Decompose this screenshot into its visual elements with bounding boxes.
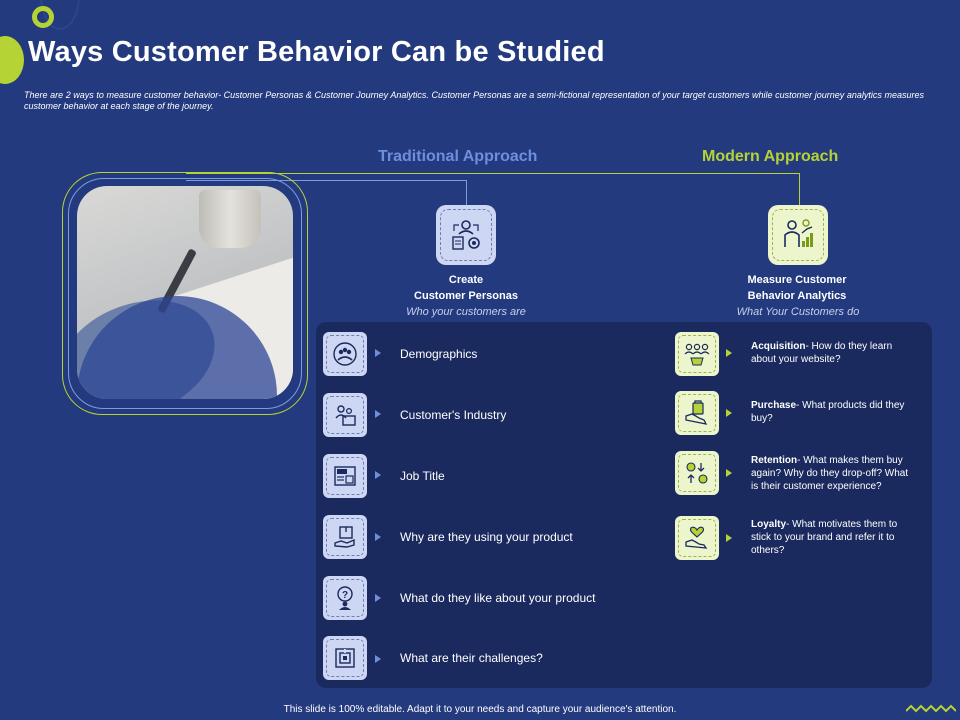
people-desk-icon — [335, 405, 356, 426]
connector-line-traditional — [186, 180, 466, 181]
bullet-arrow-icon — [726, 409, 732, 417]
loyalty-title: Loyalty — [751, 519, 787, 530]
acquisition-icon — [684, 343, 710, 366]
demographics-icon-box — [323, 332, 367, 376]
photo-cup — [199, 190, 261, 248]
retention-text: - What makes them buy again? Why do they… — [751, 455, 909, 492]
bullet-arrow-icon — [375, 655, 381, 663]
product-usage-icon-box — [323, 515, 367, 559]
slide-title: Ways Customer Behavior Can be Studied — [28, 36, 605, 68]
traditional-approach-heading: Traditional Approach — [378, 148, 538, 165]
persona-gear-icon — [452, 220, 480, 250]
photo-frame-outer — [62, 172, 308, 415]
customer-personas-icon — [436, 205, 496, 265]
bullet-arrow-icon — [375, 410, 381, 418]
retention-cycle-icon — [686, 462, 708, 484]
industry-icon-box — [323, 393, 367, 437]
modern-item-retention: Retention- What makes them buy again? Wh… — [751, 454, 911, 493]
analytics-person-icon — [784, 219, 813, 247]
product-box-icon — [334, 526, 355, 548]
traditional-item-demographics: Demographics — [400, 347, 478, 361]
traditional-item-industry: Customer's Industry — [400, 408, 507, 422]
maze-icon — [335, 648, 355, 668]
traditional-label: Create Customer Personas — [356, 272, 576, 304]
loyalty-heart-icon — [685, 526, 708, 549]
behavior-analytics-icon — [768, 205, 828, 265]
job-card-icon — [334, 466, 356, 486]
loyalty-icon-box — [675, 516, 719, 560]
product-likes-icon-box: ? — [323, 576, 367, 620]
slide-subtitle: There are 2 ways to measure customer beh… — [24, 90, 924, 111]
traditional-item-challenges: What are their challenges? — [400, 651, 543, 665]
group-icon — [333, 342, 357, 366]
purchase-title: Purchase — [751, 400, 797, 411]
bullet-arrow-icon — [375, 349, 381, 357]
decorative-half-circle — [0, 36, 24, 84]
acquisition-text: - How do they learn about your website? — [751, 341, 893, 365]
loyalty-text: - What motivates them to stick to your b… — [751, 519, 898, 556]
traditional-label-line1: Create — [448, 274, 484, 286]
purchase-hand-icon — [685, 400, 708, 425]
zigzag-decoration-icon — [906, 704, 956, 713]
connector-drop-modern — [799, 173, 800, 205]
traditional-item-why-using: Why are they using your product — [400, 530, 573, 544]
acquisition-title: Acquisition — [751, 341, 806, 352]
connector-line-modern — [186, 173, 799, 174]
bullet-arrow-icon — [726, 534, 732, 542]
connector-drop-traditional — [466, 180, 467, 205]
footer-note: This slide is 100% editable. Adapt it to… — [283, 704, 677, 715]
traditional-label-line2: Customer Personas — [414, 290, 518, 302]
bullet-arrow-icon — [375, 533, 381, 541]
modern-item-acquisition: Acquisition- How do they learn about you… — [751, 340, 911, 366]
traditional-item-job-title: Job Title — [400, 469, 445, 483]
challenges-icon-box — [323, 636, 367, 680]
modern-approach-heading: Modern Approach — [702, 148, 839, 165]
modern-label-line1: Measure Customer — [747, 274, 847, 286]
traditional-item-likes: What do they like about your product — [400, 591, 596, 605]
modern-item-purchase: Purchase- What products did they buy? — [751, 399, 911, 425]
photo-frame-inner — [68, 178, 302, 409]
retention-icon-box — [675, 451, 719, 495]
modern-item-loyalty: Loyalty- What motivates them to stick to… — [751, 518, 911, 557]
retention-title: Retention — [751, 455, 798, 466]
job-title-icon-box — [323, 454, 367, 498]
traditional-sub: Who your customers are — [406, 306, 526, 318]
details-panel — [316, 322, 932, 688]
bullet-arrow-icon — [726, 349, 732, 357]
acquisition-icon-box — [675, 332, 719, 376]
modern-label: Measure Customer Behavior Analytics — [687, 272, 907, 304]
question-person-icon: ? — [337, 586, 353, 610]
purchase-icon-box — [675, 391, 719, 435]
purchase-text: - What products did they buy? — [751, 400, 905, 424]
bullet-arrow-icon — [375, 471, 381, 479]
decorative-ring-icon — [32, 6, 54, 28]
svg-text:?: ? — [342, 590, 348, 601]
bullet-arrow-icon — [375, 594, 381, 602]
modern-sub: What Your Customers do — [736, 306, 860, 318]
bullet-arrow-icon — [726, 469, 732, 477]
modern-label-line2: Behavior Analytics — [747, 290, 847, 302]
writing-photo — [77, 186, 293, 399]
